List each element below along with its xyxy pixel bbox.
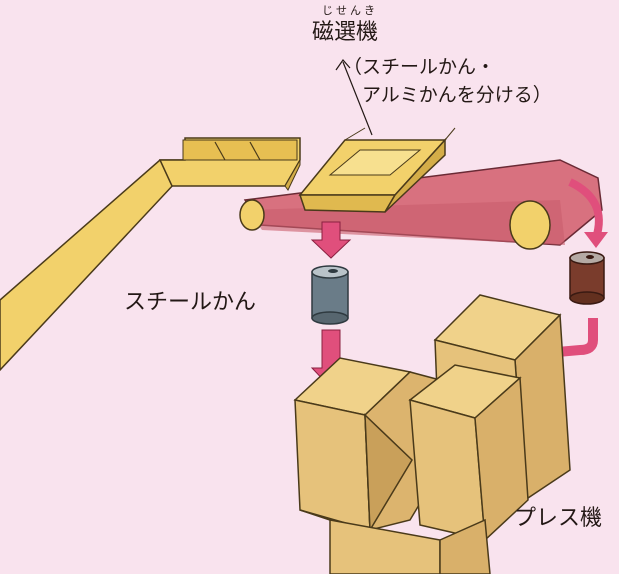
callout-pointer xyxy=(335,59,373,136)
steel-can xyxy=(311,265,349,325)
separator-note-line1: （スチールかん・ xyxy=(343,56,496,78)
separator-note-line2: アルミかんを分ける） xyxy=(362,84,552,106)
magnetic-separator-title: 磁選機 xyxy=(312,20,379,45)
arrow-curve-aluminum xyxy=(568,178,608,248)
steel-can-label: スチールかん xyxy=(124,290,257,315)
feed-chute xyxy=(0,137,301,372)
magnetic-separator xyxy=(298,127,456,213)
title-ruby: じせんき xyxy=(322,4,378,17)
arrow-down-steel xyxy=(310,221,352,259)
press-machine xyxy=(293,294,571,574)
aluminum-can xyxy=(569,251,605,305)
press-machine-label: プレス機 xyxy=(514,506,603,531)
